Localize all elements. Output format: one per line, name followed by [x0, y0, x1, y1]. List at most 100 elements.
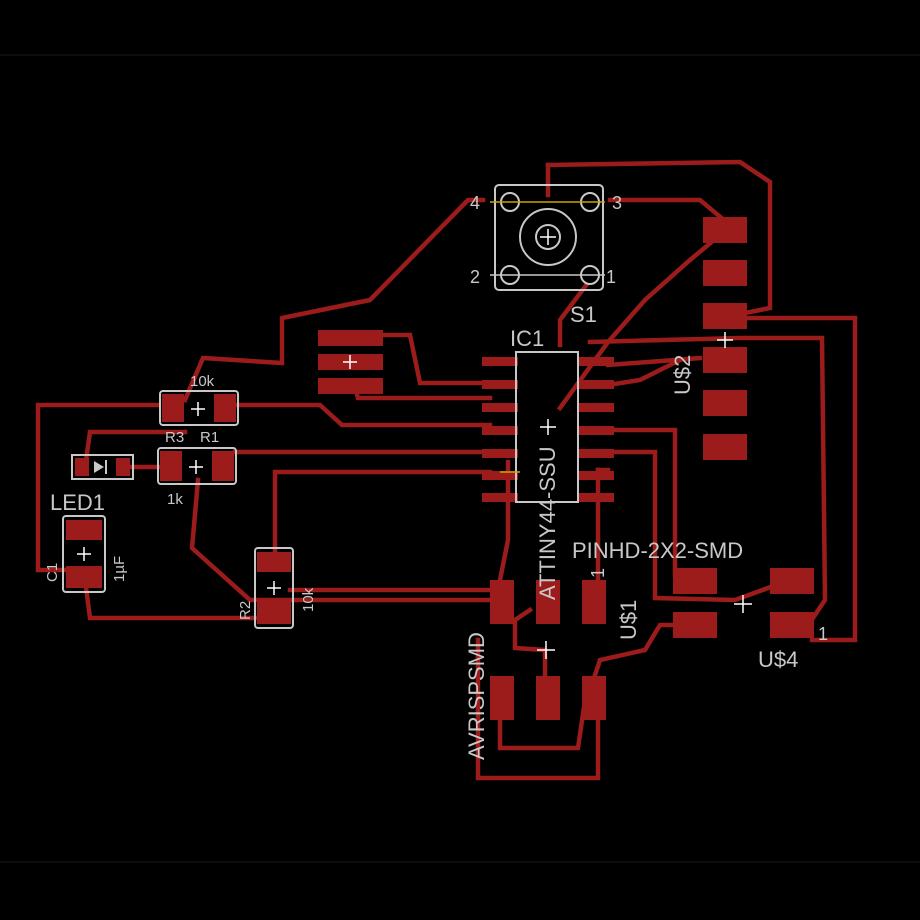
s1-label: S1	[570, 302, 597, 327]
usd2-label: U$2	[670, 355, 695, 395]
pinhd-pad	[770, 612, 814, 638]
pinhd-label: PINHD-2X2-SMD	[572, 538, 743, 563]
pads	[66, 217, 814, 720]
usd4-pin-label: 1	[818, 624, 828, 644]
origin-cross	[77, 547, 91, 561]
ic1-pin	[578, 357, 614, 366]
ic1-pin	[482, 449, 518, 458]
avrisp-label: AVRISPSMD	[464, 632, 489, 760]
usd2-pad	[703, 434, 747, 460]
ic1-pin	[482, 426, 518, 435]
trace	[545, 159, 773, 321]
s1-button-outline	[519, 208, 577, 266]
avrisp-pad	[582, 580, 606, 624]
trace	[605, 449, 793, 603]
origin-cross	[191, 402, 205, 416]
trace	[497, 459, 511, 583]
avrisp-pad	[536, 580, 560, 624]
trace	[235, 402, 493, 428]
ic1-pin	[578, 403, 614, 412]
sot-pad	[318, 330, 383, 346]
ic1-pin	[578, 380, 614, 389]
avrisp-pad	[490, 580, 514, 624]
trace	[182, 197, 486, 403]
avrisp-pad	[536, 676, 560, 720]
trace	[35, 402, 161, 573]
origin-crosses	[77, 229, 752, 659]
trace	[475, 637, 601, 781]
ic1-pin	[578, 449, 614, 458]
ic1-pin	[482, 380, 518, 389]
usd1-label: U$1	[616, 600, 641, 640]
r2-pad	[257, 602, 291, 624]
labels: S1 4 3 2 1 IC1 ATTINY44-SSU U$2 10k R3 R…	[44, 193, 828, 760]
s1-outline	[494, 184, 604, 291]
origin-cross	[734, 595, 752, 613]
pinhd-pad	[673, 612, 717, 638]
r1-value-label: 1k	[167, 491, 183, 508]
r1-pad	[160, 451, 182, 481]
ic1-pin	[482, 357, 518, 366]
ic1-label: IC1	[510, 326, 544, 351]
origin-cross	[540, 229, 556, 245]
r3-pad	[162, 394, 184, 422]
silkscreen	[62, 184, 605, 629]
led1-pad	[116, 458, 130, 476]
trace	[607, 197, 734, 229]
c1-pad	[66, 520, 102, 540]
s1-pin2-label: 2	[470, 267, 480, 287]
avrisp-pad	[582, 676, 606, 720]
ic1-part-label: ATTINY44-SSU	[535, 446, 560, 600]
origin-cross	[717, 332, 733, 348]
led1-outline	[71, 454, 134, 480]
usd2-pad	[703, 347, 747, 373]
s1-button-inner	[535, 224, 561, 250]
trace	[512, 606, 548, 693]
c1-label: C1	[44, 563, 61, 582]
r3-label: R3	[165, 429, 184, 446]
r1-label: R1	[200, 429, 219, 446]
c1-outline	[62, 515, 106, 593]
trace	[587, 335, 828, 634]
r3-outline	[159, 390, 239, 426]
usd1-pin-label: 1	[588, 568, 608, 578]
trace	[737, 315, 858, 643]
trace	[605, 355, 703, 368]
r1-pad	[212, 451, 234, 481]
s1-pin4-label: 4	[470, 193, 480, 213]
avrisp-pad	[490, 676, 514, 720]
trace	[82, 577, 258, 621]
pinhd-pad	[673, 568, 717, 594]
led1-diode-icon	[94, 461, 104, 473]
led1-pad	[75, 458, 89, 476]
trace	[497, 697, 588, 751]
trace	[272, 469, 493, 563]
c1-pad	[66, 566, 102, 588]
trace	[189, 477, 493, 603]
s1-pin1-label: 1	[606, 267, 616, 287]
ic1-outline	[515, 351, 579, 503]
r2-value-label: 10k	[300, 587, 317, 612]
r3-value-label: 10k	[190, 373, 215, 390]
sot-pad	[318, 378, 383, 394]
usd2-pad	[703, 303, 747, 329]
c1-value-label: 1µF	[111, 556, 128, 582]
usd2-pad	[703, 260, 747, 286]
pinhd-pad	[770, 568, 814, 594]
origin-cross	[540, 419, 556, 435]
led1-label: LED1	[50, 490, 105, 515]
usd2-pad	[703, 390, 747, 416]
origin-cross	[267, 581, 281, 595]
ic1-pin	[578, 493, 614, 502]
usd4-label: U$4	[758, 647, 798, 672]
r3-pad	[214, 394, 236, 422]
r2-outline	[254, 547, 294, 629]
s1-pin3-label: 3	[612, 193, 622, 213]
ic1-pin	[578, 426, 614, 435]
r2-label: R2	[237, 601, 254, 620]
ic1-pin	[482, 471, 518, 480]
usd2-pad	[703, 217, 747, 243]
trace	[605, 356, 684, 388]
trace	[557, 276, 594, 348]
